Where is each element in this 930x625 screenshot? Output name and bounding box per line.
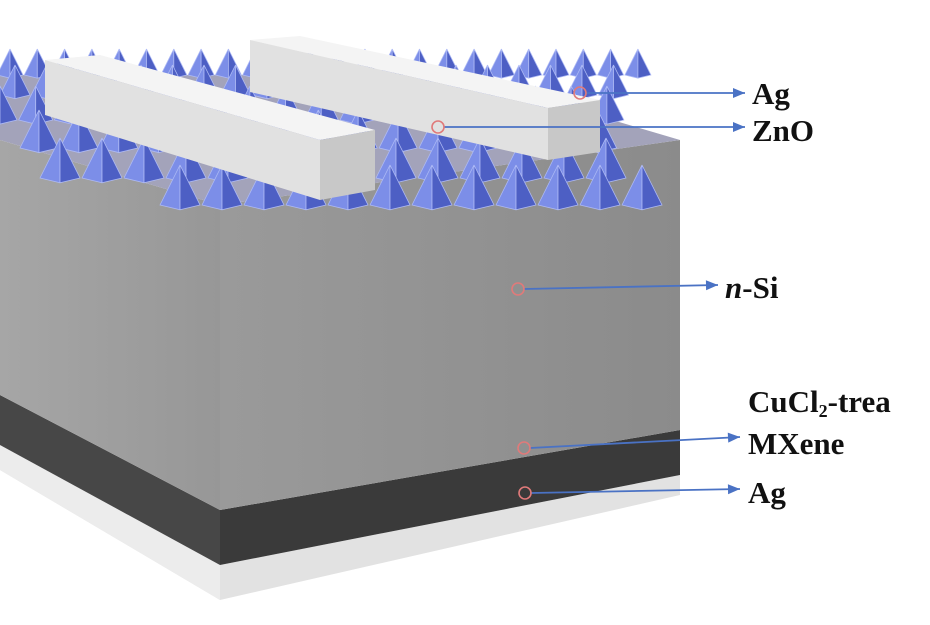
- callout-marker: [518, 486, 532, 500]
- callout-marker: [573, 86, 587, 100]
- zno-pyramid-shade: [605, 137, 627, 184]
- zno-pyramid-shade: [582, 48, 597, 79]
- callout-line: [523, 284, 719, 290]
- zno-pyramid-shade: [173, 48, 188, 79]
- silicon-front-face: [220, 140, 680, 510]
- zno-pyramid-shade: [221, 164, 243, 211]
- zno-pyramid: [597, 48, 611, 79]
- zno-pyramid-shade: [641, 164, 663, 211]
- zno-pyramid: [187, 48, 202, 79]
- zno-pyramid-shade: [606, 85, 625, 125]
- ag-finger-left: [45, 55, 375, 200]
- arrow-head: [727, 484, 740, 495]
- zno-pyramid-shade: [0, 85, 18, 125]
- arrow-head: [727, 432, 740, 443]
- zno-pyramid-shade: [59, 137, 81, 184]
- callout-line: [530, 488, 741, 494]
- zno-pyramid-shade: [14, 64, 31, 100]
- arrow-head: [733, 88, 745, 98]
- zno-pyramid-shade: [479, 137, 501, 184]
- callout-mxene: [517, 432, 741, 455]
- zno-pyramid-shade: [38, 109, 59, 154]
- callout-marker: [511, 282, 525, 296]
- zno-pyramid: [624, 48, 639, 79]
- zno-pyramid-shade: [500, 48, 515, 79]
- label-ag-bottom: Ag: [748, 475, 786, 510]
- zno-pyramid-shade: [515, 164, 537, 211]
- label-zno: ZnO: [752, 113, 815, 148]
- zno-pyramid-shade: [395, 137, 417, 184]
- zno-pyramid-shade: [557, 164, 579, 211]
- mxene-layer-front: [220, 430, 680, 565]
- zno-pyramid-shade: [528, 48, 543, 79]
- label-cucl2-treated: CuCl2-trea: [748, 384, 891, 421]
- callout-arrows: [431, 86, 745, 500]
- zno-pyramid: [23, 48, 38, 79]
- ag-bottom-layer-left: [0, 445, 220, 600]
- callout-n-si: [511, 280, 719, 296]
- label-ag-top: Ag: [752, 76, 790, 111]
- arrow-head: [705, 280, 718, 291]
- zno-pyramid-shade: [179, 164, 201, 211]
- callout-zno: [431, 120, 745, 134]
- label-n-si: n-Si: [725, 270, 779, 305]
- callout-marker: [431, 120, 445, 134]
- zno-pyramid-shade: [389, 164, 411, 211]
- zno-pyramid-shade: [613, 64, 630, 100]
- callout-line: [529, 436, 741, 449]
- zno-pyramid-shade: [473, 164, 495, 211]
- zno-pyramid-shade: [143, 137, 165, 184]
- silicon-left-face: [0, 140, 220, 510]
- zno-pyramid-shade: [101, 137, 123, 184]
- zno-pyramid-shade: [555, 48, 570, 79]
- label-mxene: MXene: [748, 426, 845, 461]
- callout-ag-top: [573, 86, 745, 100]
- zno-pyramid: [0, 48, 11, 79]
- zno-pyramid-shade: [637, 48, 652, 79]
- zno-pyramid-shade: [431, 164, 453, 211]
- zno-pyramid: [214, 48, 229, 79]
- arrow-head: [733, 122, 745, 132]
- zno-pyramid-shade: [437, 137, 459, 184]
- mxene-layer-left: [0, 395, 220, 565]
- ag-finger-right: [250, 36, 600, 160]
- callout-ag-bottom: [518, 484, 741, 500]
- zno-pyramid-shade: [599, 164, 621, 211]
- callout-marker: [517, 441, 531, 455]
